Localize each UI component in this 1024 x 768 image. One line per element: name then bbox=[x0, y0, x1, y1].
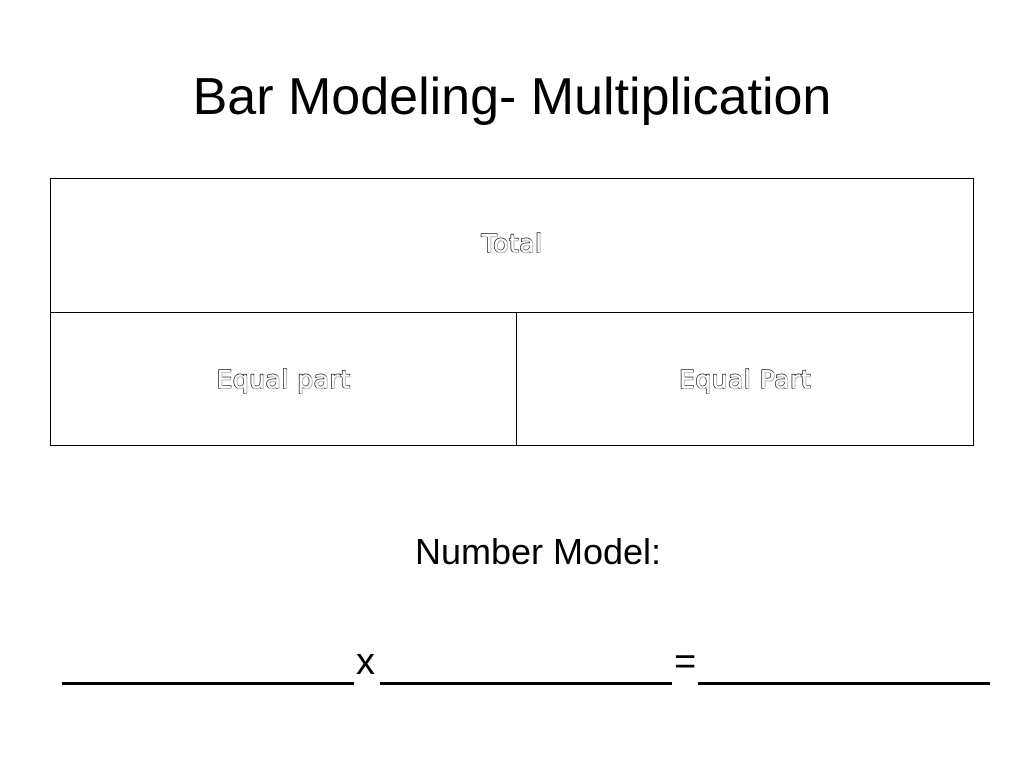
factor-blank-1 bbox=[62, 682, 354, 685]
number-model-label: Number Model: bbox=[414, 531, 662, 572]
equals-operator: = bbox=[674, 641, 697, 683]
total-label: Total bbox=[481, 228, 543, 258]
bar-total-box: Total bbox=[50, 178, 974, 313]
number-model-equation: x = bbox=[62, 640, 992, 690]
equal-part-label-2: Equal Part bbox=[678, 364, 812, 394]
bar-part-box-1: Equal part bbox=[50, 312, 517, 446]
factor-blank-2 bbox=[380, 682, 672, 685]
times-operator: x bbox=[356, 641, 375, 683]
product-blank bbox=[698, 682, 990, 685]
equal-part-label-1: Equal part bbox=[216, 364, 351, 394]
bar-part-box-2: Equal Part bbox=[516, 312, 974, 446]
bar-model-diagram: Total Equal part Equal Part bbox=[50, 178, 974, 446]
slide-title: Bar Modeling- Multiplication bbox=[192, 68, 832, 126]
